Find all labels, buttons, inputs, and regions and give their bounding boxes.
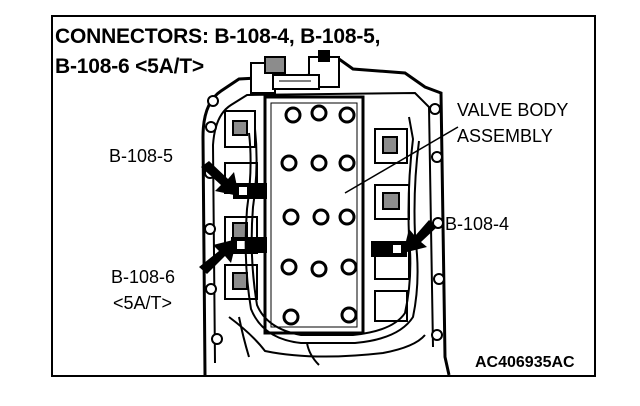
connector-b108-6 [231,237,267,253]
arrow-b108-5-icon [201,161,239,196]
figure-code: AC406935AC [475,354,575,371]
arrow-b108-4-icon [403,220,437,253]
right-solenoid-column [374,128,410,322]
top-connector-cluster [250,50,340,94]
title-line-2: B-108-6 <5A/T> [55,55,204,78]
case-bolts [204,95,445,345]
arrow-b108-6-icon [199,239,237,274]
label-b108-6-line-2: <5A/T> [113,293,173,313]
label-valve-body-line-2: ASSEMBLY [457,126,553,146]
diagram-frame: CONNECTORS: B-108-4, B-108-5, B-108-6 <5… [51,15,596,377]
valve-body-bolts [280,104,358,326]
connector-b108-4 [371,241,407,257]
valve-body-leader-line [344,126,459,194]
label-b108-6-line-1: B-108-6 [111,267,176,287]
label-valve-body-line-1: VALVE BODY [457,100,569,120]
title-line-1: CONNECTORS: B-108-4, B-108-5, [55,25,381,48]
label-b108-5: B-108-5 [109,146,174,166]
valve-body-illustration [199,50,459,375]
label-b108-4: B-108-4 [445,214,510,234]
